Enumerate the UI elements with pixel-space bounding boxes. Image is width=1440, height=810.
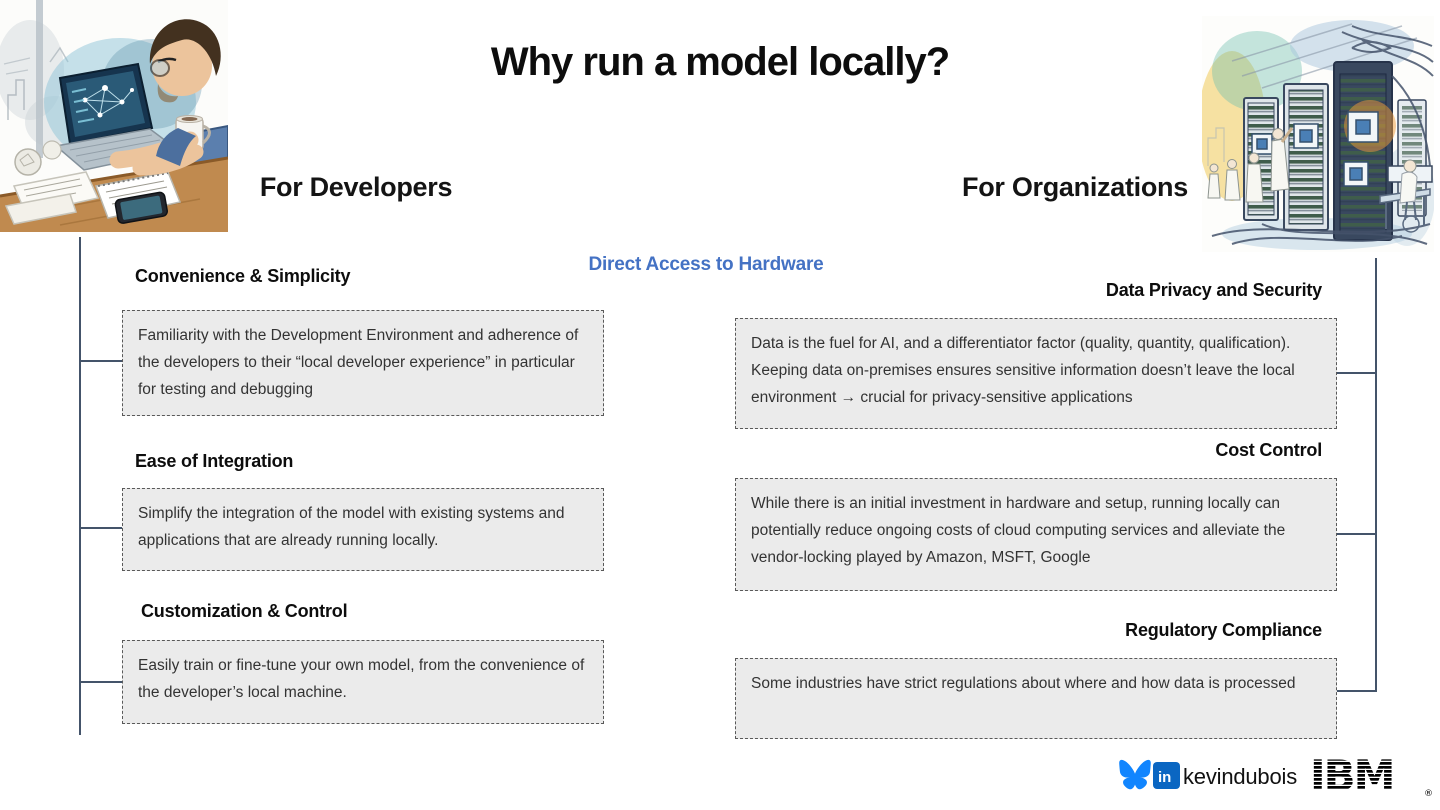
server-racks-illustration — [1198, 16, 1435, 252]
note-box-convenience: Familiarity with the Development Environ… — [122, 310, 604, 416]
server-racks-illustration-svg — [1198, 16, 1435, 252]
organizations-connector-1 — [1337, 372, 1375, 374]
note-text-customization: Easily train or fine-tune your own model… — [138, 657, 585, 701]
ibm-logo: IBM ® — [1310, 750, 1435, 802]
developers-spine-line — [79, 237, 81, 735]
note-box-compliance: Some industries have strict regulations … — [735, 658, 1337, 739]
organizations-connector-2 — [1337, 533, 1375, 535]
section-heading-integration: Ease of Integration — [135, 451, 294, 471]
note-text-compliance: Some industries have strict regulations … — [751, 675, 1296, 692]
section-heading-convenience: Convenience & Simplicity — [135, 266, 351, 286]
note-text-privacy: Data is the fuel for AI, and a different… — [751, 335, 1295, 406]
note-box-cost: While there is an initial investment in … — [735, 478, 1337, 591]
direct-access-label: Direct Access to Hardware — [588, 254, 824, 275]
section-heading-customization: Customization & Control — [141, 601, 348, 621]
developer-illustration — [0, 0, 229, 233]
note-box-privacy: Data is the fuel for AI, and a different… — [735, 318, 1337, 429]
section-heading-cost: Cost Control — [1215, 440, 1322, 460]
note-box-integration: Simplify the integration of the model wi… — [122, 488, 604, 571]
ibm-logo-text: IBM — [1310, 751, 1393, 800]
developers-connector-2 — [79, 527, 122, 529]
linkedin-icon: in — [1153, 762, 1181, 790]
developers-connector-3 — [79, 681, 122, 683]
organizations-connector-3 — [1337, 690, 1375, 692]
note-text-convenience: Familiarity with the Development Environ… — [138, 327, 579, 398]
ibm-reg-mark: ® — [1424, 789, 1433, 799]
developers-column-heading: For Developers — [259, 172, 453, 202]
page-title: Why run a model locally? — [490, 40, 950, 84]
social-handle: kevindubois — [1183, 764, 1297, 789]
bluesky-icon — [1118, 759, 1154, 793]
note-text-cost: While there is an initial investment in … — [751, 495, 1286, 566]
linkedin-in-glyph: in — [1158, 769, 1171, 786]
section-heading-compliance: Regulatory Compliance — [1125, 620, 1322, 640]
developer-illustration-svg — [0, 0, 229, 233]
developers-connector-1 — [79, 360, 122, 362]
organizations-column-heading: For Organizations — [962, 172, 1188, 202]
organizations-spine-line — [1375, 258, 1377, 692]
note-box-customization: Easily train or fine-tune your own model… — [122, 640, 604, 724]
section-heading-privacy: Data Privacy and Security — [1105, 280, 1322, 300]
note-text-integration: Simplify the integration of the model wi… — [138, 505, 565, 549]
